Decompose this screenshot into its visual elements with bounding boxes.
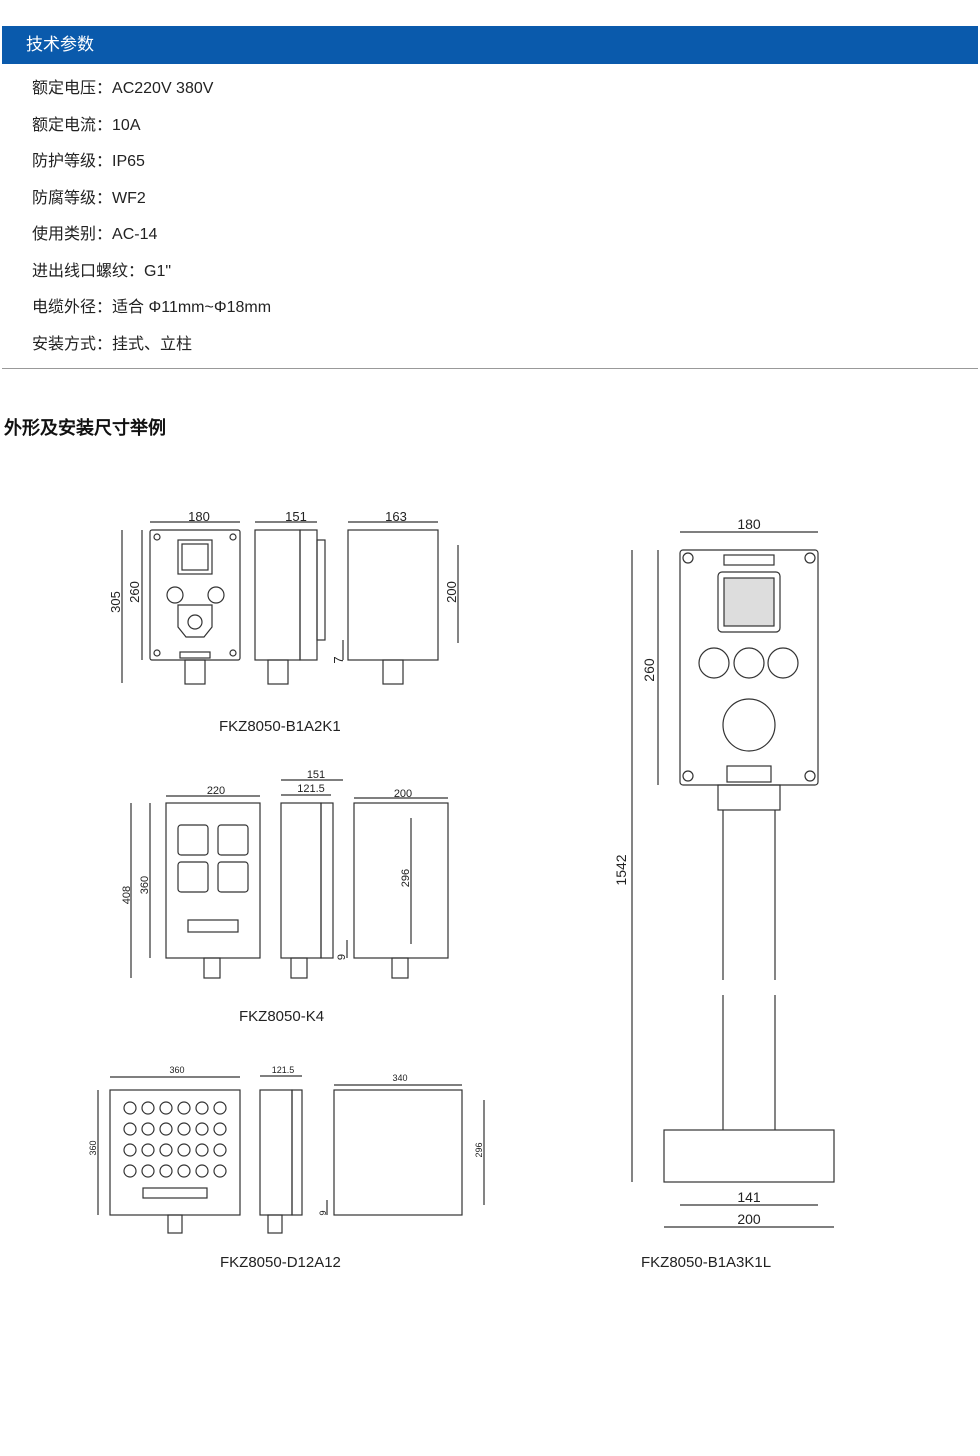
- drawing-b1a2k1: [121, 521, 459, 685]
- caption-b1a2k1: FKZ8050-B1A2K1: [219, 718, 341, 735]
- drawing-k4: [130, 779, 449, 979]
- button-symbol: [177, 1101, 191, 1115]
- spec-value: G1": [144, 262, 172, 280]
- dimension-label: 9: [318, 1210, 328, 1215]
- button-symbol: [123, 1164, 137, 1178]
- caption-k4: FKZ8050-K4: [239, 1008, 325, 1025]
- dimension-label: 360: [169, 1065, 184, 1075]
- spec-item: 安装方式：挂式、立柱: [32, 330, 192, 354]
- spec-value: 适合 Φ11mm~Φ18mm: [112, 299, 272, 316]
- spec-label: 额定电流：: [32, 116, 113, 134]
- spec-value: 10A: [112, 116, 141, 134]
- dimension-label: 121.5: [297, 783, 325, 795]
- spec-value: AC220V 380V: [112, 80, 214, 97]
- spec-value: AC-14: [112, 226, 158, 243]
- drawing-b1a3k1l: [631, 531, 835, 1228]
- dimension-label: 260: [127, 581, 142, 603]
- dimension-label: 141: [737, 1189, 761, 1205]
- spec-item: 使用类别：AC-14: [32, 220, 157, 244]
- spec-value: IP65: [112, 153, 145, 170]
- button-symbol: [123, 1101, 137, 1115]
- button-symbol: [159, 1143, 173, 1157]
- dimension-label: 163: [385, 509, 407, 524]
- dimension-label: 151: [307, 769, 325, 781]
- spec-item: 防护等级：IP65: [32, 147, 145, 171]
- dimension-label: 200: [394, 788, 412, 800]
- button-symbol: [123, 1143, 137, 1157]
- dimension-label: 200: [737, 1211, 761, 1227]
- spec-label: 安装方式：: [32, 335, 113, 353]
- button-symbol: [141, 1164, 155, 1178]
- tech-params-header: 技术参数: [2, 26, 978, 64]
- spec-label: 防腐等级：: [32, 189, 113, 207]
- spec-label: 电缆外径：: [32, 299, 113, 316]
- button-symbol: [141, 1122, 155, 1136]
- dimension-label: 180: [737, 516, 761, 532]
- button-symbol: [123, 1122, 137, 1136]
- spec-label: 使用类别：: [32, 226, 113, 243]
- spec-item: 进出线口螺纹：G1": [32, 257, 171, 281]
- section-title: 外形及安装尺寸举例: [4, 418, 166, 438]
- dimension-label: 1542: [613, 854, 629, 885]
- spec-item: 额定电压：AC220V 380V: [32, 74, 213, 98]
- dimension-label: 7: [331, 656, 346, 663]
- dimension-label: 360: [88, 1140, 98, 1155]
- dimension-label: 9: [336, 954, 348, 960]
- drawing-d12a12: [97, 1075, 485, 1234]
- dimension-label: 296: [400, 869, 412, 887]
- spec-value: 挂式、立柱: [112, 335, 193, 353]
- dimension-label: 151: [285, 509, 307, 524]
- dimension-label: 360: [139, 876, 151, 894]
- button-symbol: [213, 1143, 227, 1157]
- spec-label: 额定电压：: [32, 80, 113, 97]
- button-symbol: [213, 1101, 227, 1115]
- caption-b1a3k1l: FKZ8050-B1A3K1L: [641, 1254, 772, 1271]
- dimension-label: 260: [641, 658, 657, 682]
- spec-item: 防腐等级：WF2: [32, 184, 146, 208]
- button-symbol: [177, 1122, 191, 1136]
- spec-label: 进出线口螺纹：: [32, 262, 145, 280]
- button-symbol: [195, 1122, 209, 1136]
- spec-label: 防护等级：: [32, 153, 113, 170]
- button-symbol: [195, 1101, 209, 1115]
- button-symbol: [195, 1143, 209, 1157]
- dimension-label: 180: [188, 509, 210, 524]
- dimension-label: 340: [392, 1073, 407, 1083]
- caption-d12a12: FKZ8050-D12A12: [220, 1254, 341, 1271]
- button-symbol: [141, 1143, 155, 1157]
- dimension-label: 200: [444, 581, 459, 603]
- spec-item: 额定电流：10A: [32, 111, 140, 135]
- button-symbol: [177, 1164, 191, 1178]
- dimension-label: 408: [121, 886, 133, 904]
- button-symbol: [159, 1164, 173, 1178]
- divider: [2, 368, 978, 369]
- spec-value: WF2: [112, 189, 146, 207]
- spec-item: 电缆外径：适合 Φ11mm~Φ18mm: [32, 293, 271, 317]
- dimension-label: 305: [108, 591, 123, 613]
- button-symbol: [159, 1101, 173, 1115]
- button-symbol: [141, 1101, 155, 1115]
- button-symbol: [195, 1164, 209, 1178]
- button-symbol: [159, 1122, 173, 1136]
- button-symbol: [213, 1122, 227, 1136]
- dimension-label: 220: [207, 785, 225, 797]
- button-symbol: [177, 1143, 191, 1157]
- button-symbol: [213, 1164, 227, 1178]
- dimension-label: 296: [474, 1142, 484, 1157]
- dimension-label: 121.5: [272, 1065, 295, 1075]
